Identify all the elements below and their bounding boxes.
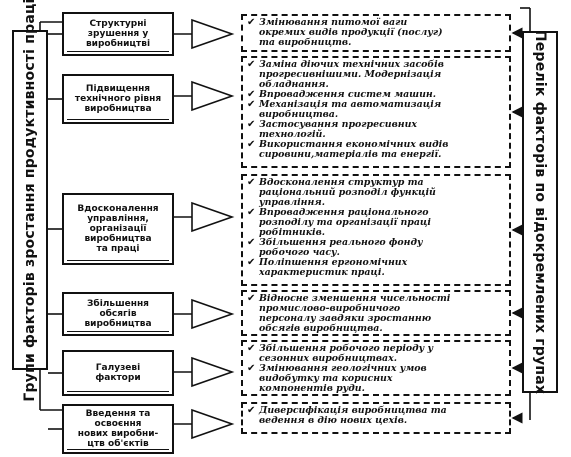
check-icon: ✔: [247, 119, 256, 130]
transition-triangle-5: [191, 408, 235, 440]
factor-item: ✔Диверсифікація виробництва та ведення в…: [247, 405, 447, 426]
transition-triangle-4: [191, 356, 235, 388]
factor-item: ✔Збільшення реального фонду робочого час…: [247, 237, 423, 258]
factor-item: ✔Впровадження систем машин.: [247, 89, 437, 100]
check-icon: ✔: [247, 17, 256, 28]
check-icon: ✔: [247, 59, 256, 70]
factor-box-volume: ✔Відносне зменшення чисельності промисло…: [241, 290, 511, 336]
transition-triangle-3: [191, 298, 235, 330]
right-category-label: Перелік факторів по відокремлених групах: [532, 29, 548, 395]
factor-item: ✔Поліпшення ергономічних характеристик п…: [247, 257, 408, 278]
left-category-bar: Групи факторів зростання продуктивності …: [12, 0, 48, 402]
group-box-structural: Структурні зрушення у виробництві: [62, 12, 174, 56]
factor-item: ✔Змінювання геологічних умов видобутку т…: [247, 363, 427, 394]
factor-item: ✔Збільшення робочого періоду у сезонних …: [247, 343, 434, 364]
check-icon: ✔: [247, 363, 256, 374]
group-box-technical: Підвищення технічного рівня виробництва: [62, 74, 174, 124]
check-icon: ✔: [247, 207, 256, 218]
transition-triangle-0: [191, 18, 235, 50]
check-icon: ✔: [247, 177, 256, 188]
group-box-volume: Збільшення обсягів виробництва: [62, 292, 174, 336]
factor-item: ✔Використання економічних видів сировини…: [247, 139, 449, 160]
factor-item: ✔Вдосконалення структур та раціональний …: [247, 177, 436, 208]
check-icon: ✔: [247, 257, 256, 268]
check-icon: ✔: [247, 405, 256, 416]
right-category-bar: Перелік факторів по відокремлених групах: [522, 29, 558, 395]
factor-item: ✔Заміна діючих технічних засобів прогрес…: [247, 59, 444, 90]
factor-box-management: ✔Вдосконалення структур та раціональний …: [241, 174, 511, 286]
left-category-label: Групи факторів зростання продуктивності …: [22, 0, 38, 402]
group-box-industry: Галузеві фактори: [62, 350, 174, 396]
check-icon: ✔: [247, 139, 256, 150]
factor-item: ✔Змінювання питомої ваги окремих видів п…: [247, 17, 443, 48]
check-icon: ✔: [247, 99, 256, 110]
check-icon: ✔: [247, 89, 256, 100]
group-box-management: Вдосконалення управління, організації ви…: [62, 193, 174, 265]
transition-triangle-2: [191, 201, 235, 233]
factor-item: ✔Механізація та автоматизація виробництв…: [247, 99, 442, 120]
transition-triangle-1: [191, 80, 235, 112]
factor-box-industry: ✔Збільшення робочого періоду у сезонних …: [241, 340, 511, 396]
factor-box-new-production: ✔Диверсифікація виробництва та ведення в…: [241, 402, 511, 434]
group-box-new-production: Введення та освоєння нових виробни- цтв …: [62, 404, 174, 454]
check-icon: ✔: [247, 343, 256, 354]
check-icon: ✔: [247, 293, 256, 304]
factor-box-structural: ✔Змінювання питомої ваги окремих видів п…: [241, 14, 511, 52]
factor-box-technical: ✔Заміна діючих технічних засобів прогрес…: [241, 56, 511, 168]
factor-item: ✔Відносне зменшення чисельності промисло…: [247, 293, 451, 334]
check-icon: ✔: [247, 237, 256, 248]
factor-item: ✔Впровадження раціонального розподілу та…: [247, 207, 431, 238]
factor-item: ✔Застосування прогресивних технологій.: [247, 119, 417, 140]
